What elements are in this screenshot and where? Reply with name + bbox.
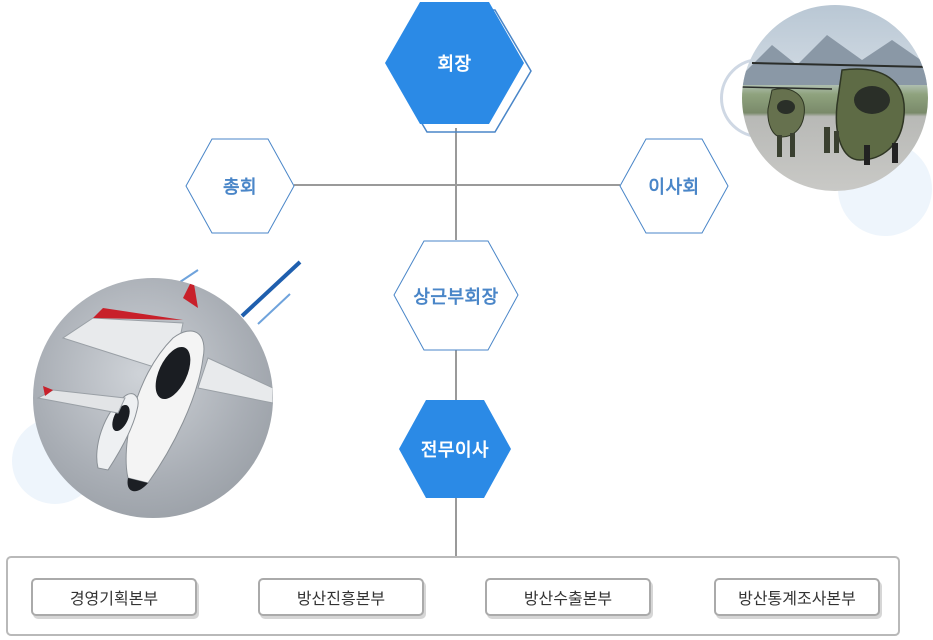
executive-director-hexagon-shape [399, 400, 511, 498]
general-assembly-label: 총회 [222, 177, 258, 198]
dept-defense-promotion: 방산진흥본부 [258, 578, 424, 616]
dept-defense-export: 방산수출본부 [485, 578, 651, 616]
helicopter-photo [742, 5, 928, 191]
connector-vertical-mid [455, 350, 457, 400]
node-board: 이사회 [619, 138, 729, 234]
node-general-assembly: 총회 [185, 138, 295, 234]
connector-horizontal [294, 184, 620, 186]
node-executive-director: 전무이사 [399, 400, 511, 498]
node-chairman: 회장 [385, 2, 532, 133]
board-hexagon-shape [619, 138, 729, 234]
jet-aircraft-photo [33, 278, 273, 518]
dept-defense-statistics: 방산통계조사본부 [714, 578, 880, 616]
helicopter-illustration [742, 35, 928, 165]
chairman-label: 회장 [437, 54, 472, 75]
board-label: 이사회 [648, 177, 700, 198]
vice-chairman-hexagon-shape [393, 240, 519, 351]
general-assembly-hexagon-shape [185, 138, 295, 234]
vice-chairman-label: 상근부회장 [413, 286, 499, 308]
chairman-hexagon-shape [385, 2, 532, 133]
node-vice-chairman: 상근부회장 [393, 240, 519, 351]
executive-director-label: 전무이사 [420, 440, 490, 461]
dept-management-planning: 경영기획본부 [31, 578, 197, 616]
jet-speed-lines [180, 260, 302, 325]
connector-vertical-bottom [455, 496, 457, 557]
jet-illustration [36, 278, 273, 492]
